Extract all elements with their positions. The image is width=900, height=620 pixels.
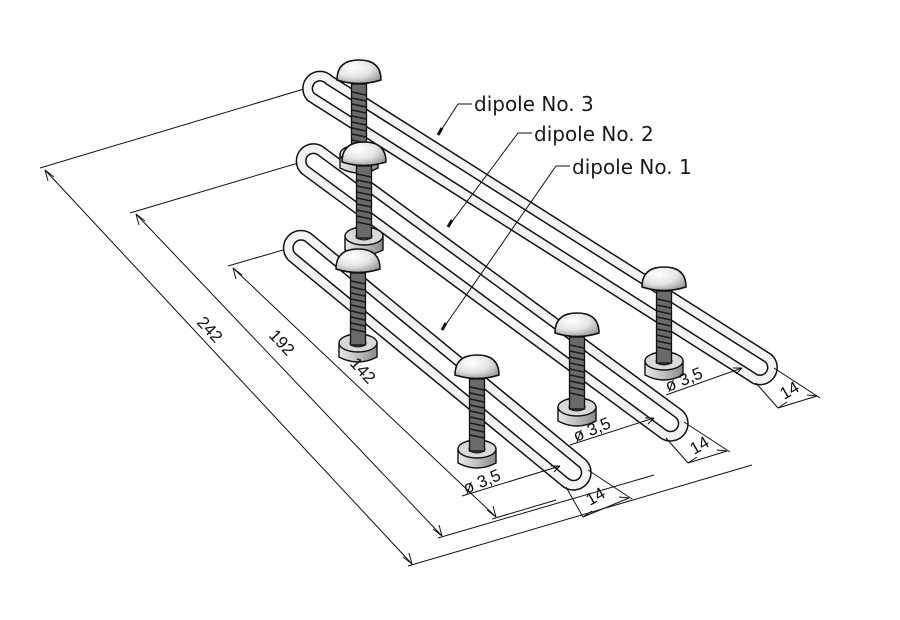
bolt-icon <box>454 354 500 469</box>
dipole-1-rod <box>282 229 592 491</box>
width-label-dipole3: 14 <box>777 378 803 404</box>
width-label-dipole2: 14 <box>687 433 713 459</box>
length-label-242: 242 <box>193 313 226 347</box>
width-label-dipole1: 14 <box>583 484 609 510</box>
bolt-icon <box>641 266 687 381</box>
dipole-1-label: dipole No. 1 <box>572 155 692 179</box>
extension-lines <box>39 85 753 567</box>
diameter-label-dipole1: ø 3,5 <box>460 466 503 498</box>
dipole-2-rod <box>295 143 689 442</box>
dipole-3-rod <box>302 70 778 386</box>
dipole-leaders <box>436 103 570 331</box>
dipole-2-label: dipole No. 2 <box>534 122 654 146</box>
dipole-3-label: dipole No. 3 <box>474 92 594 116</box>
bolt-icon <box>554 312 600 427</box>
